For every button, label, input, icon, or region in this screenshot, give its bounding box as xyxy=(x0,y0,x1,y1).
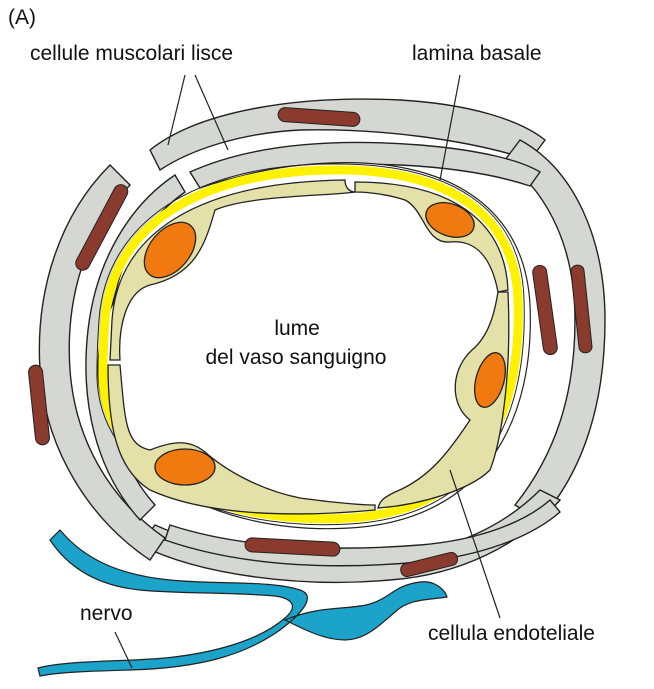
endothelial-nucleus xyxy=(155,449,215,485)
panel-label: (A) xyxy=(8,6,36,29)
label-endothelial-cell: cellula endoteliale xyxy=(428,622,595,645)
label-lumen-line1: lume xyxy=(274,317,320,340)
label-smooth-muscle: cellule muscolari lisce xyxy=(30,42,233,65)
label-nerve: nervo xyxy=(80,602,133,625)
muscle-nucleus xyxy=(532,264,558,355)
label-basal-lamina: lamina basale xyxy=(412,42,542,65)
label-lumen-line2: del vaso sanguigno xyxy=(206,346,387,369)
